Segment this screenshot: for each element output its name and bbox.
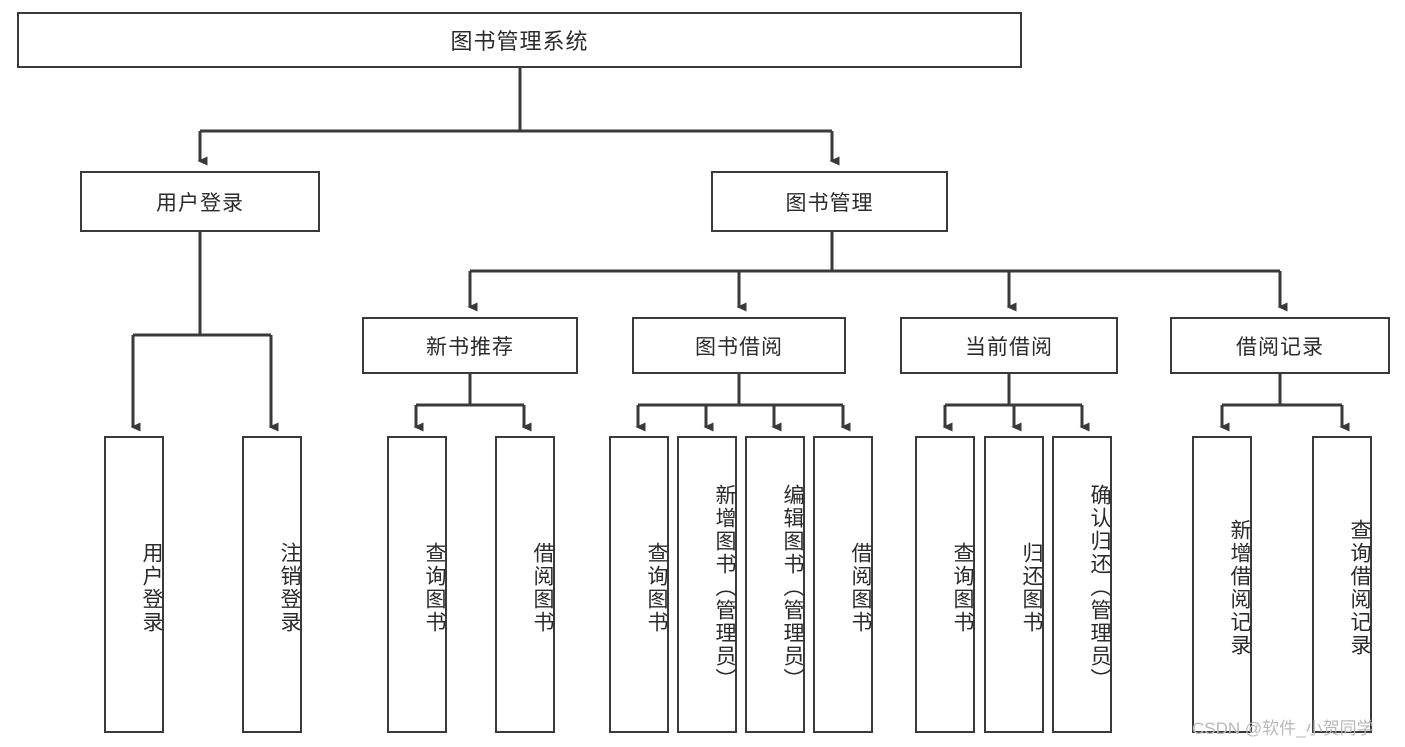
node-leaf-borrow-book-2-label: 借阅图书 [849,541,872,634]
node-leaf-query-record-label: 查询借阅记录 [1348,518,1371,657]
node-leaf-logout-login-label: 注销登录 [278,541,301,634]
node-current-borrow-label: 当前借阅 [965,335,1053,359]
node-leaf-query-record[interactable]: 查询借阅记录 [1312,436,1372,733]
node-leaf-add-record-label: 新增借阅记录 [1228,518,1251,657]
node-leaf-query-book-3-label: 查询图书 [951,541,974,634]
node-leaf-user-login-label: 用户登录 [140,541,163,634]
node-book-borrow-label: 图书借阅 [695,335,783,359]
node-new-book-recommend[interactable]: 新书推荐 [362,317,578,374]
node-leaf-query-book-3[interactable]: 查询图书 [915,436,975,733]
node-book-manage[interactable]: 图书管理 [711,171,948,232]
node-leaf-borrow-book-2[interactable]: 借阅图书 [813,436,873,733]
node-leaf-borrow-book-1-label: 借阅图书 [531,541,554,634]
node-leaf-edit-book[interactable]: 编辑图书（管理员） [745,436,805,733]
node-leaf-query-book-1[interactable]: 查询图书 [387,436,447,733]
watermark-text: CSDN @软件_小贺同学 [1192,719,1374,738]
node-leaf-return-book[interactable]: 归还图书 [984,436,1044,733]
node-leaf-add-record[interactable]: 新增借阅记录 [1192,436,1252,733]
node-user-login-label: 用户登录 [156,191,244,215]
node-root[interactable]: 图书管理系统 [17,12,1022,68]
node-leaf-return-book-label: 归还图书 [1020,541,1043,634]
node-leaf-confirm-return[interactable]: 确认归还（管理员） [1052,436,1112,733]
node-leaf-query-book-2[interactable]: 查询图书 [609,436,669,733]
node-leaf-add-book[interactable]: 新增图书（管理员） [677,436,737,733]
node-leaf-user-login[interactable]: 用户登录 [104,436,164,733]
node-root-label: 图书管理系统 [450,29,589,54]
node-current-borrow[interactable]: 当前借阅 [900,317,1118,374]
node-leaf-borrow-book-1[interactable]: 借阅图书 [495,436,555,733]
node-leaf-query-book-2-label: 查询图书 [645,541,668,634]
node-leaf-edit-book-label: 编辑图书（管理员） [781,484,804,691]
node-borrow-record[interactable]: 借阅记录 [1170,317,1390,374]
node-leaf-logout-login[interactable]: 注销登录 [242,436,302,733]
node-user-login[interactable]: 用户登录 [80,171,320,232]
node-new-book-recommend-label: 新书推荐 [426,335,514,359]
node-leaf-confirm-return-label: 确认归还（管理员） [1088,484,1111,691]
node-leaf-add-book-label: 新增图书（管理员） [713,484,736,691]
node-book-borrow[interactable]: 图书借阅 [632,317,846,374]
node-borrow-record-label: 借阅记录 [1236,335,1324,359]
node-book-manage-label: 图书管理 [785,191,874,215]
node-leaf-query-book-1-label: 查询图书 [423,541,446,634]
